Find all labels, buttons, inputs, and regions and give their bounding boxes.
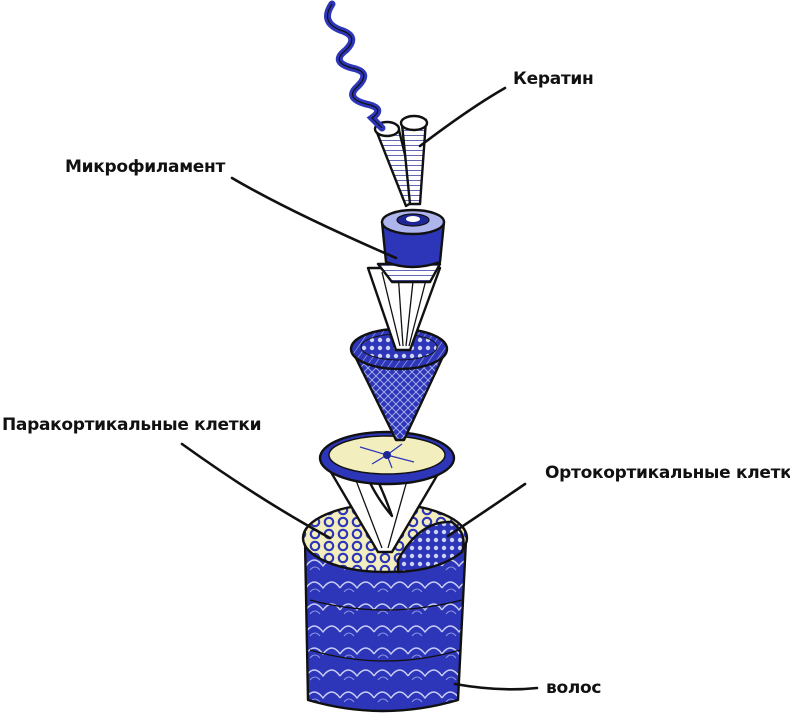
macrofibril-disc <box>318 430 456 486</box>
hair-shaft <box>301 502 469 713</box>
microfilament-label: Микрофиламент <box>65 157 225 177</box>
hair-label: волос <box>546 678 601 698</box>
paracortical-label: Паракортикальные клетки <box>2 415 261 435</box>
keratin-leader <box>418 86 507 148</box>
keratin-strands <box>373 114 429 208</box>
orthocortical-label: Ортокортикальные клетки <box>545 463 790 483</box>
hair-leader <box>453 682 539 691</box>
keratin-helix <box>324 0 386 132</box>
microfilament-cylinder <box>380 208 446 269</box>
keratin-label: Кератин <box>513 69 593 89</box>
protofibril-funnel <box>366 262 442 352</box>
paracortical-leader <box>180 442 332 540</box>
microfilament-leader <box>230 176 398 260</box>
orthocortical-leader <box>446 482 527 538</box>
